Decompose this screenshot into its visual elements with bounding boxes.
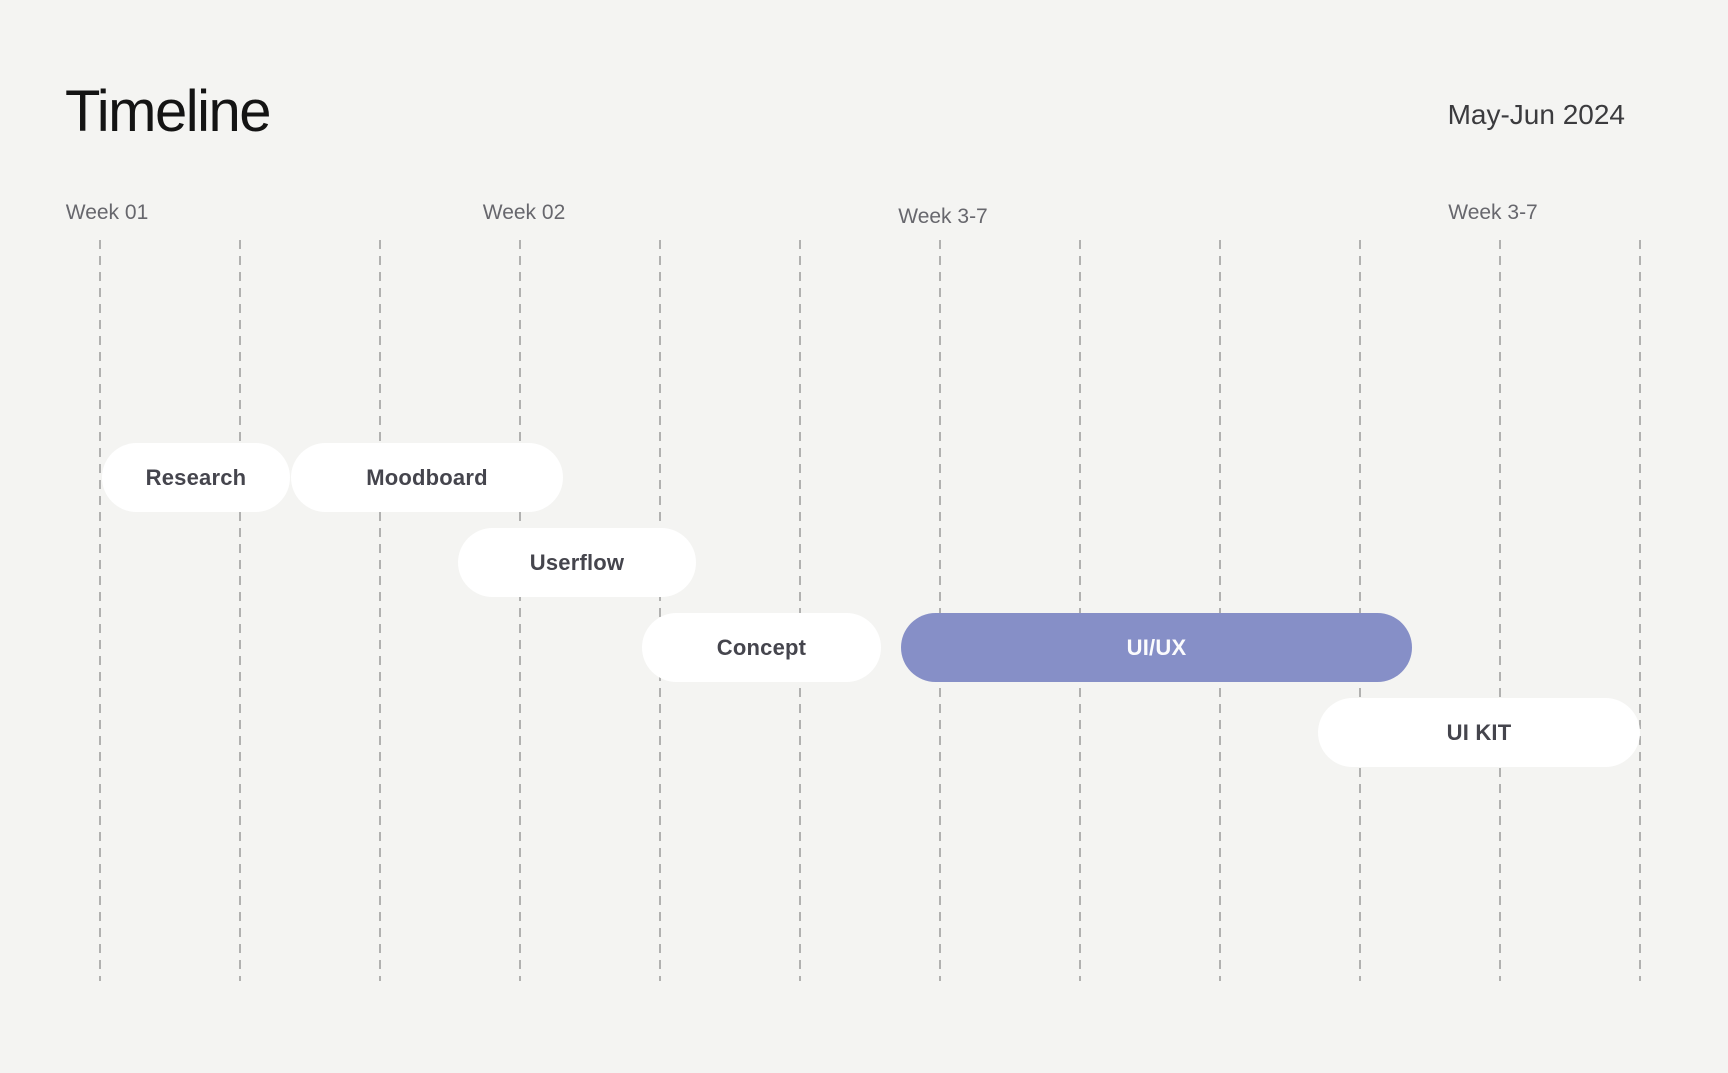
week-label-1: Week 01 (65, 201, 149, 224)
date-range-label: May-Jun 2024 (1447, 99, 1625, 130)
gridline (1219, 240, 1221, 981)
task-pill-userflow[interactable]: Userflow (458, 528, 696, 597)
gridline (99, 240, 101, 981)
week-label-3: Week 3-7 (898, 205, 988, 228)
gridline (379, 240, 381, 981)
gridline (1359, 240, 1361, 981)
task-pill-concept[interactable]: Concept (642, 613, 881, 682)
gridline (799, 240, 801, 981)
task-label: Concept (716, 634, 807, 660)
gridline (659, 240, 661, 981)
task-label: UI KIT (1446, 719, 1512, 745)
gridline (239, 240, 241, 981)
gridline (519, 240, 521, 981)
task-pill-research[interactable]: Research (102, 443, 290, 512)
task-label: Userflow (529, 549, 625, 575)
week-label-4: Week 3-7 (1448, 201, 1538, 224)
task-label: Moodboard (366, 464, 488, 490)
page-title: Timeline (65, 79, 272, 144)
task-label: UI/UX (1126, 634, 1187, 660)
gridline (939, 240, 941, 981)
task-pill-moodboard[interactable]: Moodboard (291, 443, 563, 512)
task-pill-uiux[interactable]: UI/UX (901, 613, 1412, 682)
gridline (1079, 240, 1081, 981)
task-pill-uikit[interactable]: UI KIT (1318, 698, 1640, 767)
gridline (1639, 240, 1641, 981)
task-label: Research (145, 464, 247, 490)
gridline (1499, 240, 1501, 981)
week-label-2: Week 02 (482, 201, 566, 224)
